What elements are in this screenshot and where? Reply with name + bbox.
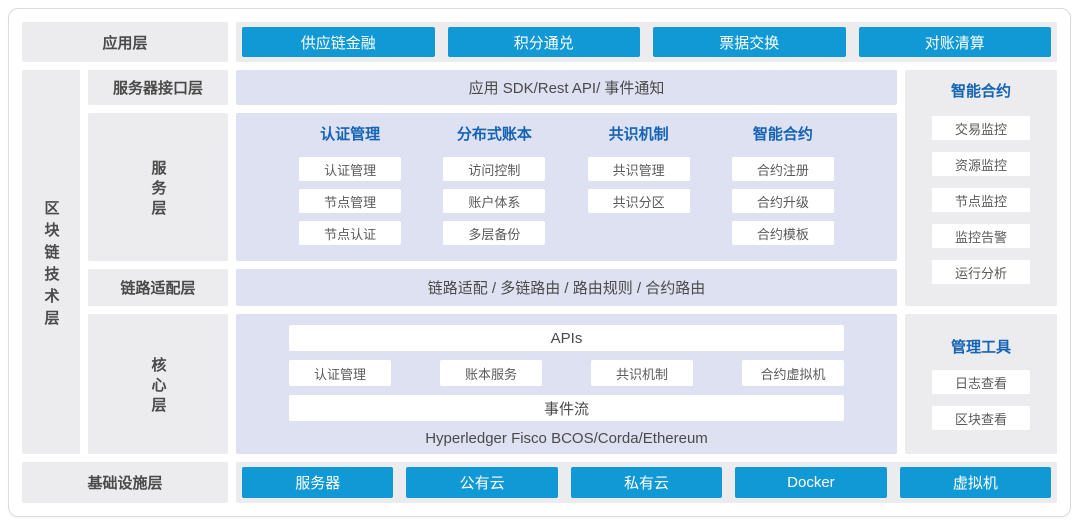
monitor-panel-items: 交易监控 资源监控 节点监控 监控告警 运行分析 — [932, 116, 1030, 284]
service-column-header: 共识机制 — [608, 126, 669, 143]
core-module: 认证管理 — [289, 360, 391, 386]
diagram-grid: 应用层 供应链金融 积分通兑 票据交换 对账清算 区块链技术层 服务器接口层 应… — [22, 22, 1057, 503]
service-column-auth: 认证管理 认证管理 节点管理 节点认证 — [278, 125, 422, 261]
service-item: 节点管理 — [299, 189, 402, 213]
tools-item: 日志查看 — [932, 370, 1030, 394]
core-apis-bar: APIs — [289, 325, 844, 351]
infra-layer-strip: 服务器 公有云 私有云 Docker 虚拟机 — [236, 462, 1057, 503]
service-column-smart-contract: 智能合约 合约注册 合约升级 合约模板 — [711, 125, 855, 261]
app-node-bill-exchange: 票据交换 — [653, 27, 846, 57]
infra-node-private-cloud: 私有云 — [570, 467, 723, 498]
tools-item: 区块查看 — [932, 406, 1030, 430]
tools-panel: 管理工具 日志查看 区块查看 — [905, 314, 1057, 454]
service-item: 共识管理 — [587, 157, 690, 181]
service-item: 合约注册 — [731, 157, 834, 181]
app-node-supply-chain-finance: 供应链金融 — [242, 27, 435, 57]
service-column-header: 认证管理 — [320, 126, 381, 143]
core-layer-label: 核心层 — [88, 314, 228, 454]
service-item: 共识分区 — [587, 189, 690, 213]
infra-layer-label: 基础设施层 — [22, 462, 228, 503]
tools-panel-items: 日志查看 区块查看 — [932, 370, 1030, 430]
interface-layer-label: 服务器接口层 — [88, 70, 228, 105]
app-layer-label: 应用层 — [22, 22, 228, 62]
core-event-stream-bar: 事件流 — [289, 395, 844, 421]
link-layer-label: 链路适配层 — [88, 269, 228, 306]
service-item: 合约升级 — [731, 189, 834, 213]
core-platforms-text: Hyperledger Fisco BCOS/Corda/Ethereum — [425, 430, 708, 447]
tech-layer-label: 区块链技术层 — [22, 70, 80, 454]
core-layer-inner: APIs 认证管理 账本服务 共识机制 合约虚拟机 事件流 Hyperledge… — [289, 325, 844, 447]
monitor-item: 节点监控 — [932, 188, 1030, 212]
infra-node-docker: Docker — [735, 467, 887, 498]
core-layer-content: APIs 认证管理 账本服务 共识机制 合约虚拟机 事件流 Hyperledge… — [236, 314, 897, 454]
service-item: 访问控制 — [443, 157, 546, 181]
core-modules-row: 认证管理 账本服务 共识机制 合约虚拟机 — [289, 360, 844, 386]
service-item: 认证管理 — [299, 157, 402, 181]
blockchain-architecture-diagram: 应用层 供应链金融 积分通兑 票据交换 对账清算 区块链技术层 服务器接口层 应… — [8, 8, 1071, 517]
service-column-consensus: 共识机制 共识管理 共识分区 — [567, 125, 711, 261]
service-item: 合约模板 — [731, 221, 834, 245]
monitor-item: 交易监控 — [932, 116, 1030, 140]
infra-node-vm: 虚拟机 — [899, 467, 1052, 498]
service-item: 多层备份 — [443, 221, 546, 245]
service-layer-label: 服务层 — [88, 113, 228, 261]
monitor-panel: 智能合约 交易监控 资源监控 节点监控 监控告警 运行分析 — [905, 70, 1057, 306]
monitor-item: 运行分析 — [932, 260, 1030, 284]
core-module: 共识机制 — [591, 360, 693, 386]
link-layer-content: 链路适配 / 多链路由 / 路由规则 / 合约路由 — [236, 269, 897, 306]
core-module: 账本服务 — [440, 360, 542, 386]
monitor-panel-title: 智能合约 — [950, 83, 1011, 100]
core-module: 合约虚拟机 — [742, 360, 844, 386]
infra-node-public-cloud: 公有云 — [406, 467, 558, 498]
service-layer-content: 认证管理 认证管理 节点管理 节点认证 分布式账本 访问控制 账户体系 多层备份… — [236, 113, 897, 261]
app-node-reconciliation-clearing: 对账清算 — [858, 27, 1051, 57]
core-layer-label-text: 核心层 — [149, 356, 167, 417]
tools-panel-title: 管理工具 — [950, 339, 1011, 356]
service-column-header: 智能合约 — [752, 126, 813, 143]
monitor-item: 监控告警 — [932, 224, 1030, 248]
interface-layer-content: 应用 SDK/Rest API/ 事件通知 — [236, 70, 897, 105]
service-item: 账户体系 — [443, 189, 546, 213]
app-node-points-exchange: 积分通兑 — [447, 27, 640, 57]
service-column-ledger: 分布式账本 访问控制 账户体系 多层备份 — [422, 125, 566, 261]
service-item: 节点认证 — [299, 221, 402, 245]
service-column-header: 分布式账本 — [456, 126, 532, 143]
service-layer-label-text: 服务层 — [149, 159, 167, 220]
infra-node-server: 服务器 — [242, 467, 394, 498]
app-layer-strip: 供应链金融 积分通兑 票据交换 对账清算 — [236, 22, 1057, 62]
monitor-item: 资源监控 — [932, 152, 1030, 176]
tech-layer-label-text: 区块链技术层 — [42, 199, 60, 332]
